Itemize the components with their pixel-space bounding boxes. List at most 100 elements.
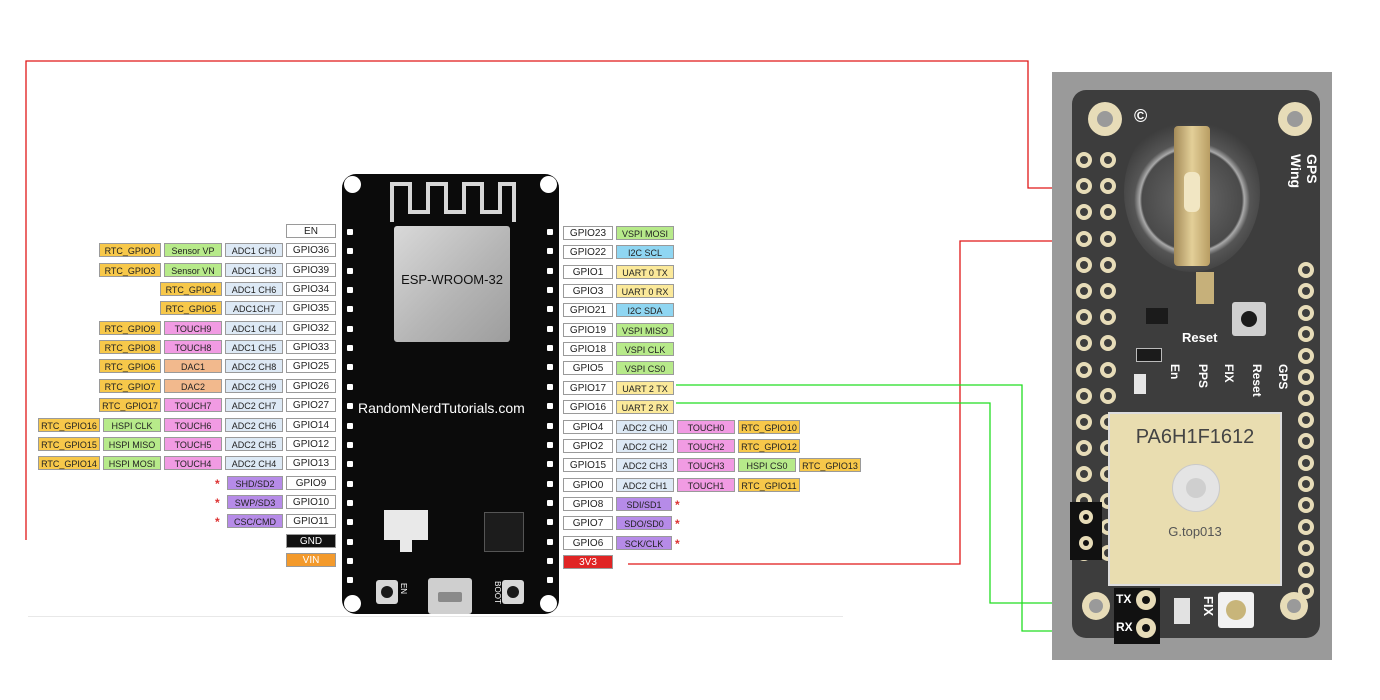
header-pin	[547, 422, 553, 429]
pin-function-csc-cmd: CSC/CMD	[227, 514, 283, 529]
pin-function-adc1-ch4: ADC1 CH4	[225, 320, 283, 335]
pin-hole	[1298, 283, 1314, 300]
rx-label: RX	[1116, 620, 1133, 634]
pin-hole	[1298, 561, 1314, 578]
pin-hole	[1076, 283, 1092, 299]
pin-function-adc1-ch6: ADC1 CH6	[225, 282, 283, 297]
header-pin	[347, 248, 353, 255]
fix-led-label: FIX	[1201, 596, 1216, 617]
pin-function-i2c-sda: I2C SDA	[616, 303, 674, 318]
pin-function-rtc-gpio0: RTC_GPIO0	[99, 243, 161, 258]
pin-function-touch6: TOUCH6	[164, 417, 222, 432]
pin-hole	[1298, 518, 1314, 535]
mounting-hole	[344, 176, 361, 193]
reset-button[interactable]	[1232, 302, 1266, 336]
pin-gpio5: GPIO5	[563, 361, 613, 376]
header-pin	[347, 403, 353, 410]
en-button[interactable]	[376, 580, 398, 604]
flash-pin-warning: *	[675, 536, 680, 551]
gps-module: PA6H1F1612 G.top013	[1108, 412, 1282, 586]
pin-en: EN	[286, 224, 336, 238]
pin-function-rtc-gpio14: RTC_GPIO14	[38, 456, 100, 471]
pin-function-vspi-mosi: VSPI MOSI	[616, 226, 674, 240]
pin-function-rtc-gpio4: RTC_GPIO4	[160, 282, 222, 297]
pin-function-adc2-ch7: ADC2 CH7	[225, 398, 283, 413]
pin-function-uart-0-tx: UART 0 TX	[616, 264, 674, 279]
flash-pin-warning: *	[215, 476, 220, 491]
header-pin	[347, 325, 353, 332]
gps-antenna-label: G.top013	[1168, 524, 1222, 539]
pin-gpio9: GPIO9	[286, 475, 336, 490]
header-pin	[547, 383, 553, 390]
antenna-trace	[390, 182, 516, 222]
gps-pin-label-gps: GPS	[1276, 364, 1290, 390]
header-pin	[547, 480, 553, 487]
diagram-baseline	[28, 616, 843, 617]
pin-function-touch2: TOUCH2	[677, 438, 735, 453]
pin-gpio12: GPIO12	[286, 436, 336, 451]
pin-gpio21: GPIO21	[563, 303, 613, 318]
header-pin	[347, 519, 353, 526]
pin-gpio0: GPIO0	[563, 477, 613, 492]
pin-gpio16: GPIO16	[563, 400, 613, 415]
pin-hole	[1298, 433, 1314, 450]
pin-function-adc2-ch4: ADC2 CH4	[225, 456, 283, 471]
pin-function-rtc-gpio9: RTC_GPIO9	[99, 320, 161, 335]
mounting-hole	[540, 595, 557, 612]
pin-hole	[1100, 361, 1116, 378]
pin-function-rtc-gpio17: RTC_GPIO17	[99, 398, 161, 413]
pin-function-adc2-ch2: ADC2 CH2	[616, 438, 674, 453]
pin-function-sensor-vn: Sensor VN	[164, 262, 222, 277]
pin-hole	[1100, 283, 1116, 299]
pin-hole	[1100, 152, 1116, 168]
pin-function-touch8: TOUCH8	[164, 340, 222, 355]
pin-function-rtc-gpio16: RTC_GPIO16	[38, 417, 100, 432]
pin-hole	[1076, 414, 1092, 430]
pin-gpio35: GPIO35	[286, 301, 336, 316]
rx-pad	[1136, 618, 1156, 638]
pin-hole	[1100, 178, 1116, 195]
pin-gnd: GND	[286, 533, 336, 548]
pin-function-touch0: TOUCH0	[677, 419, 735, 434]
header-pin	[547, 287, 553, 294]
smd-transistor	[1146, 308, 1168, 324]
pin-function-adc1-ch5: ADC1 CH5	[225, 340, 283, 355]
pin-hole	[1100, 335, 1116, 352]
mounting-hole	[1088, 102, 1122, 136]
pin-function-swp-sd3: SWP/SD3	[227, 494, 283, 509]
pin-hole	[1100, 256, 1116, 273]
pin-hole	[1076, 256, 1092, 273]
pin-function-shd-sd2: SHD/SD2	[227, 475, 283, 490]
pin-function-hspi-clk: HSPI CLK	[103, 417, 161, 432]
pin-hole	[1100, 309, 1116, 326]
pin-function-hspi-miso: HSPI MISO	[103, 436, 161, 451]
header-pin	[547, 229, 553, 235]
pin-hole	[1076, 178, 1092, 195]
pin-function-adc2-ch9: ADC2 CH9	[225, 378, 283, 393]
pin-function-vspi-clk: VSPI CLK	[616, 342, 674, 357]
header-pin	[547, 345, 553, 352]
flash-pin-warning: *	[675, 517, 680, 532]
gps-pin-label-fix: FIX	[1222, 364, 1236, 383]
pin-hole	[1076, 466, 1092, 483]
pin-gpio7: GPIO7	[563, 516, 613, 531]
smd-resistor	[1136, 348, 1162, 362]
pin-hole	[1076, 152, 1092, 168]
pin-function-touch9: TOUCH9	[164, 320, 222, 335]
header-pin	[347, 229, 353, 235]
boot-button[interactable]	[502, 580, 524, 604]
flash-pin-warning: *	[675, 497, 680, 512]
pin-function-rtc-gpio11: RTC_GPIO11	[738, 477, 800, 492]
pin-hole	[1298, 476, 1314, 492]
pin-function-uart-2-rx: UART 2 RX	[616, 400, 674, 415]
esp32-board: ESP-WROOM-32 RandomNerdTutorials.com EN …	[342, 174, 559, 614]
header-pin	[547, 577, 553, 584]
mounting-hole	[1082, 592, 1110, 620]
reset-button-label: Reset	[1182, 330, 1218, 345]
pin-function-rtc-gpio6: RTC_GPIO6	[99, 359, 161, 374]
header-pin	[547, 519, 553, 526]
en-button-label: EN	[399, 582, 409, 595]
pin-function-rtc-gpio10: RTC_GPIO10	[738, 419, 800, 434]
pin-gpio14: GPIO14	[286, 417, 336, 432]
